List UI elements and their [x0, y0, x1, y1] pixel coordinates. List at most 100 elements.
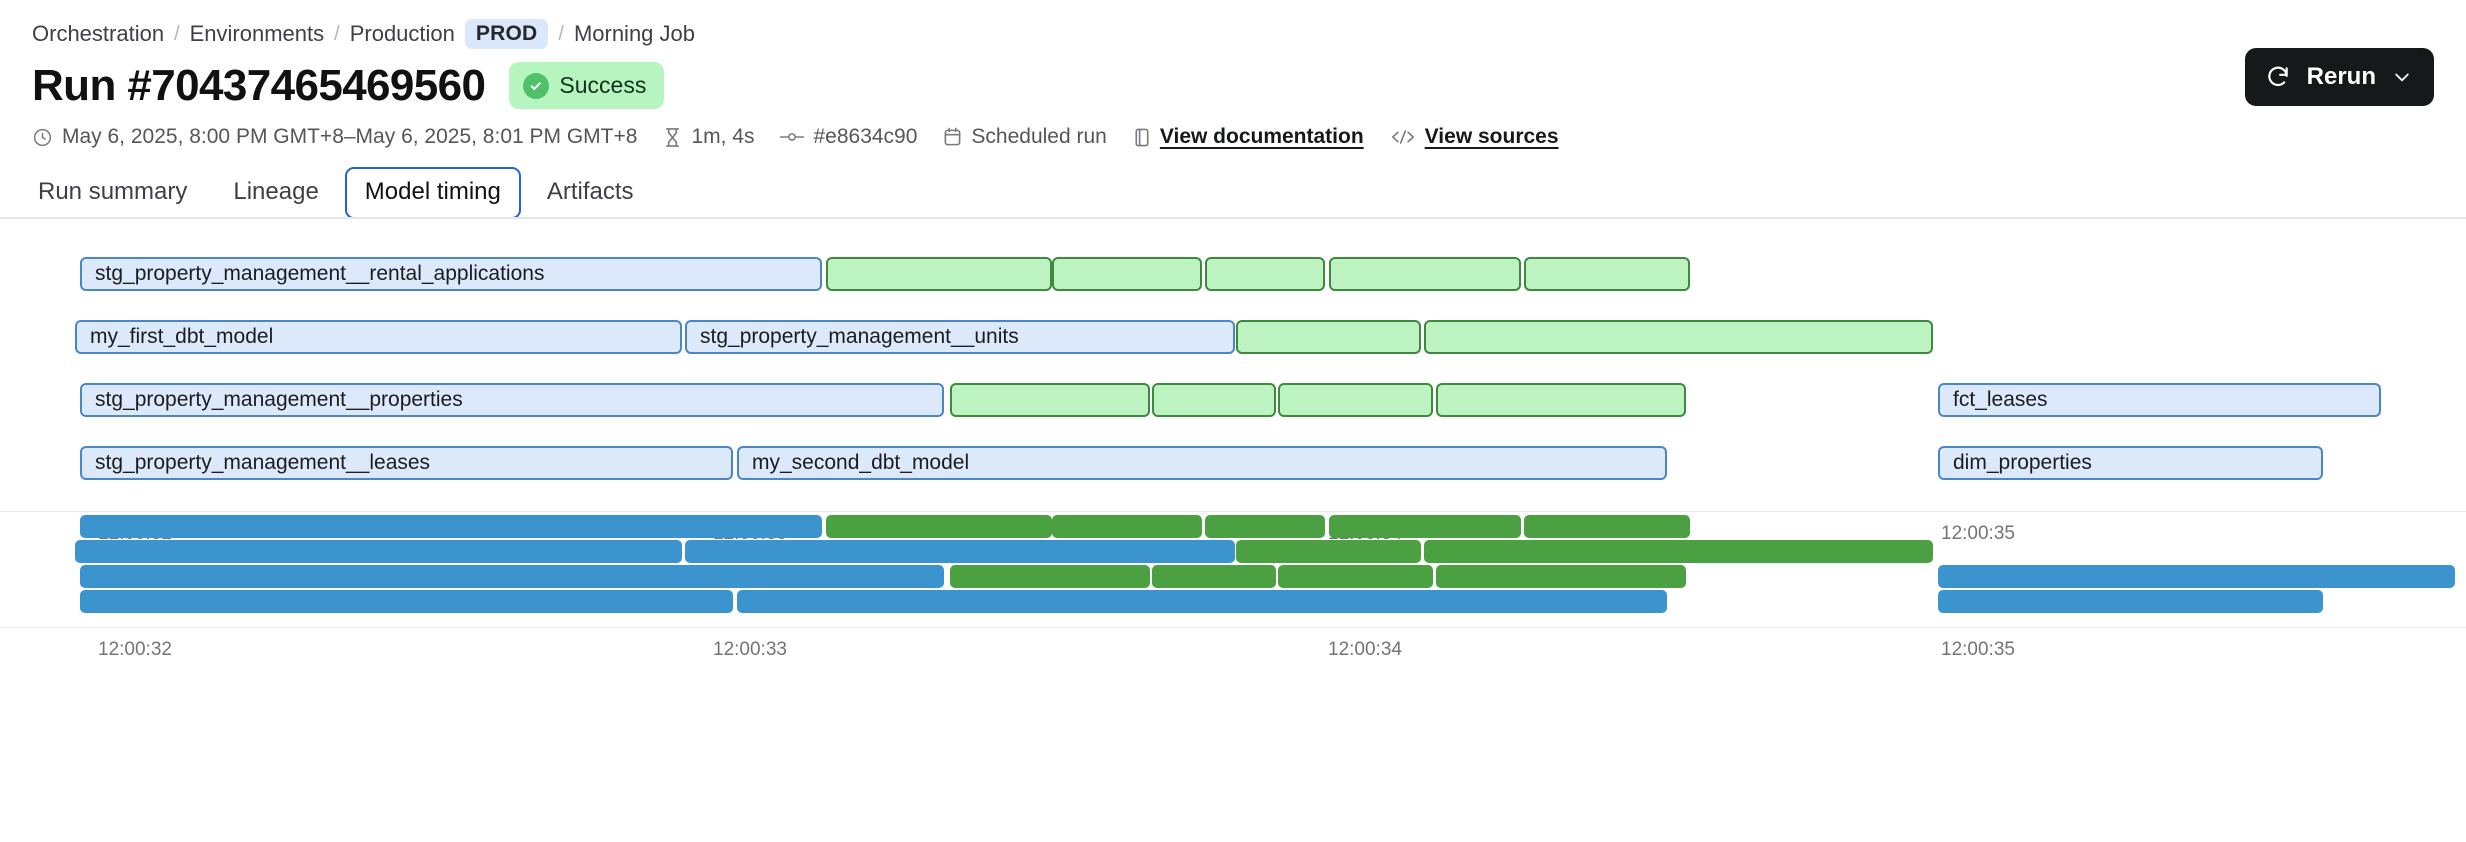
check-circle-icon	[523, 72, 550, 99]
gantt-bar-fct_leases[interactable]: fct_leases	[1938, 383, 2381, 418]
gantt-bar[interactable]	[1424, 540, 1933, 564]
gantt-bar[interactable]	[80, 515, 822, 539]
gantt-bar[interactable]	[1329, 515, 1521, 539]
meta-sources[interactable]: View sources	[1390, 125, 1559, 149]
gantt-bar[interactable]	[1278, 383, 1433, 418]
gantt-bar[interactable]	[1205, 257, 1325, 292]
gantt-bar[interactable]	[685, 540, 1235, 564]
gantt-bar[interactable]	[1524, 515, 1690, 539]
gantt-bar[interactable]	[1052, 257, 1202, 292]
view-sources-link[interactable]: View sources	[1424, 125, 1559, 148]
rerun-label: Rerun	[2306, 63, 2376, 90]
breadcrumb-item-environments[interactable]: Environments	[189, 21, 325, 46]
gantt-bar[interactable]	[1436, 565, 1686, 589]
meta-trigger-label: Scheduled run	[971, 125, 1107, 148]
gantt-bar[interactable]	[737, 590, 1667, 614]
gantt-bar-stg_property_management__units[interactable]: stg_property_management__units	[685, 320, 1235, 355]
status-label: Success	[559, 72, 647, 98]
gantt-bar-label: my_first_dbt_model	[90, 325, 274, 349]
meta-trigger: Scheduled run	[943, 125, 1107, 149]
gantt-bar[interactable]	[950, 565, 1150, 589]
gantt-bar[interactable]	[1152, 383, 1276, 418]
gantt-axis-line	[0, 627, 2466, 629]
gantt-row: my_first_dbt_model stg_property_managemen…	[0, 320, 2466, 355]
meta-timerange-label: May 6, 2025, 8:00 PM GMT+8–May 6, 2025, …	[62, 125, 638, 148]
gantt-bar[interactable]	[1524, 257, 1690, 292]
gantt-bar[interactable]	[1938, 590, 2323, 614]
gantt-bar-label: dim_properties	[1953, 451, 2092, 475]
gantt-bar[interactable]	[1236, 320, 1421, 355]
gantt-bar[interactable]	[1052, 515, 1202, 539]
meta-duration: 1m, 4s	[663, 125, 754, 149]
gantt-bar[interactable]	[826, 257, 1052, 292]
tab-lineage[interactable]: Lineage	[233, 178, 319, 205]
gantt-axis-tick: 12:00:32	[98, 639, 172, 661]
meta-commit: #e8634c90	[780, 125, 917, 149]
breadcrumb-separator: /	[558, 22, 564, 45]
gantt-bar[interactable]	[80, 590, 733, 614]
gantt-bar[interactable]	[950, 383, 1150, 418]
gantt-row	[0, 565, 2466, 589]
breadcrumb-separator: /	[174, 22, 180, 45]
breadcrumb-item-production[interactable]: Production	[349, 21, 455, 46]
gantt-bar[interactable]	[1436, 383, 1686, 418]
gantt-bar[interactable]	[1236, 540, 1421, 564]
gantt-bar-stg_property_management__leases[interactable]: stg_property_management__leases	[80, 446, 733, 481]
run-meta-row: May 6, 2025, 8:00 PM GMT+8–May 6, 2025, …	[0, 109, 2466, 149]
model-timing-panel: stg_property_management__rental_applicat…	[0, 245, 2466, 685]
gantt-bar-label: my_second_dbt_model	[752, 451, 970, 475]
gantt-chart-outlined[interactable]: stg_property_management__rental_applicat…	[0, 245, 2466, 544]
gantt-bar-my_first_dbt_model[interactable]: my_first_dbt_model	[75, 320, 682, 355]
gantt-axis-tick: 12:00:35	[1941, 523, 2015, 545]
gantt-row	[0, 515, 2466, 539]
clock-icon	[32, 127, 53, 148]
breadcrumb-item-morning-job[interactable]: Morning Job	[573, 21, 696, 46]
gantt-bar-label: stg_property_management__units	[700, 325, 1019, 349]
gantt-row	[0, 590, 2466, 614]
hourglass-icon	[663, 127, 682, 148]
gantt-bar[interactable]	[826, 515, 1052, 539]
view-documentation-link[interactable]: View documentation	[1159, 125, 1364, 148]
gantt-bar-label: stg_property_management__leases	[95, 451, 431, 475]
gantt-axis-tick: 12:00:33	[713, 639, 787, 661]
breadcrumb: Orchestration / Environments / Productio…	[0, 0, 2466, 49]
meta-docs[interactable]: View documentation	[1133, 125, 1364, 149]
page-title: Run #70437465469560	[32, 60, 486, 110]
meta-commit-label: #e8634c90	[813, 125, 918, 148]
gantt-row	[0, 540, 2466, 564]
header-title-row: Run #70437465469560 Success Rerun	[0, 40, 2466, 109]
refresh-icon	[2265, 64, 2291, 90]
breadcrumb-item-orchestration[interactable]: Orchestration	[32, 21, 165, 46]
gantt-bar-stg_property_management__rental_applications[interactable]: stg_property_management__rental_applicat…	[80, 257, 822, 292]
gantt-row: stg_property_management__properties fct_l…	[0, 383, 2466, 418]
gantt-row: stg_property_management__rental_applicat…	[0, 257, 2466, 292]
chevron-down-icon[interactable]	[2392, 67, 2412, 87]
gantt-bar[interactable]	[75, 540, 682, 564]
rerun-button[interactable]: Rerun	[2244, 48, 2434, 106]
gantt-bar-stg_property_management__properties[interactable]: stg_property_management__properties	[80, 383, 944, 418]
tab-run-summary[interactable]: Run summary	[38, 178, 188, 205]
gantt-bar-label: fct_leases	[1953, 388, 2048, 412]
gantt-bar-my_second_dbt_model[interactable]: my_second_dbt_model	[737, 446, 1667, 481]
gantt-axis-tick: 12:00:35	[1941, 639, 2015, 661]
meta-timerange: May 6, 2025, 8:00 PM GMT+8–May 6, 2025, …	[32, 125, 637, 149]
gantt-axis-line	[0, 511, 2466, 513]
breadcrumb-separator: /	[334, 22, 340, 45]
gantt-bar[interactable]	[1938, 565, 2455, 589]
breadcrumb-badge-prod[interactable]: PROD	[464, 19, 549, 49]
gantt-bar[interactable]	[80, 565, 944, 589]
gantt-bar[interactable]	[1152, 565, 1276, 589]
gantt-bar-dim_properties[interactable]: dim_properties	[1938, 446, 2323, 481]
code-icon	[1390, 128, 1416, 146]
status-badge: Success	[509, 62, 665, 109]
meta-duration-label: 1m, 4s	[691, 125, 755, 148]
gantt-bar[interactable]	[1205, 515, 1325, 539]
tab-model-timing[interactable]: Model timing	[344, 167, 521, 220]
gantt-bar[interactable]	[1278, 565, 1433, 589]
gantt-bar[interactable]	[1424, 320, 1933, 355]
tab-bar-divider	[0, 217, 2466, 220]
git-commit-icon	[780, 129, 805, 145]
gantt-bar[interactable]	[1329, 257, 1521, 292]
tab-artifacts[interactable]: Artifacts	[546, 178, 634, 205]
